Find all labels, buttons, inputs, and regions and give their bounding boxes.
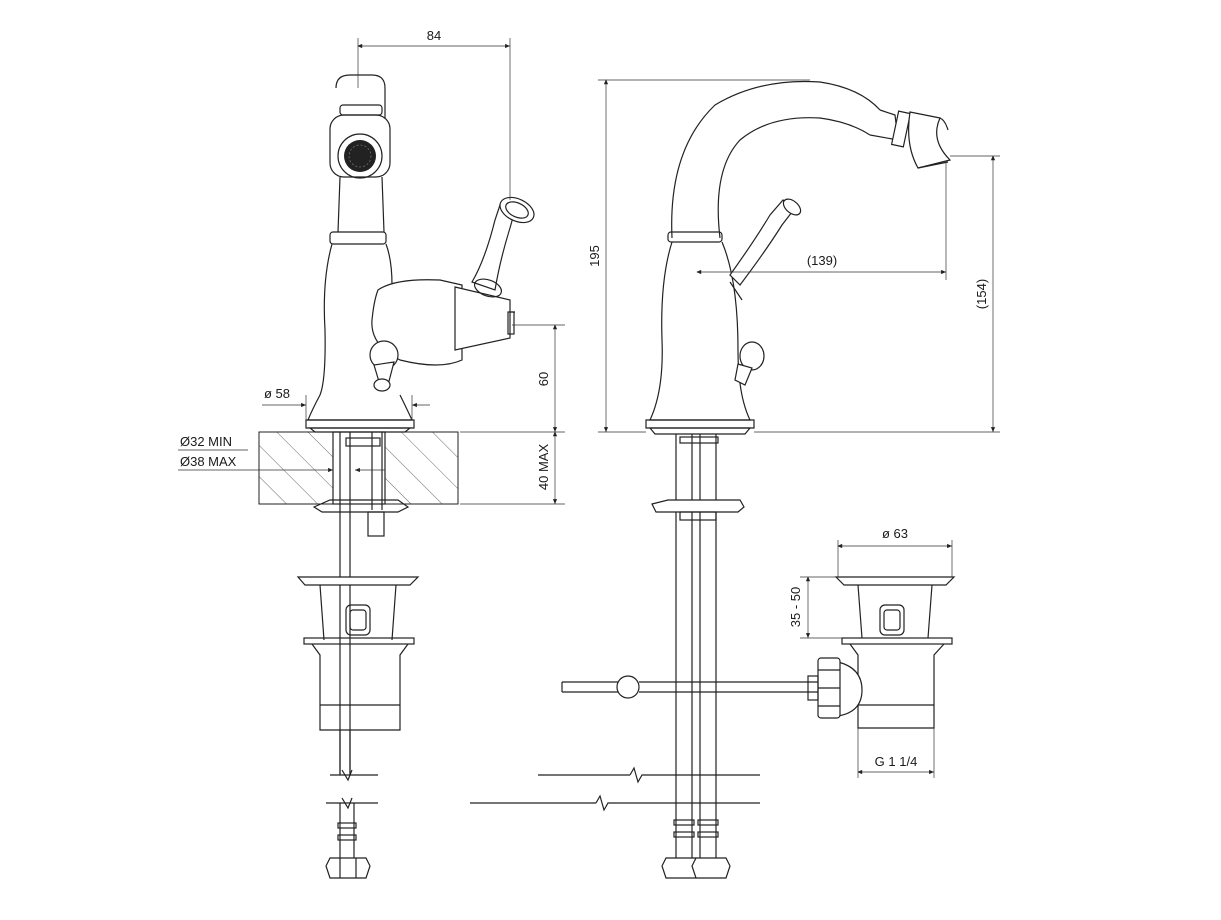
dim-total-height: 195 [587, 245, 602, 267]
dim-hole-max: Ø38 MAX [180, 454, 237, 469]
dim-spout-height: (154) [974, 279, 989, 309]
dim-deck-max: 40 MAX [536, 444, 551, 491]
dim-spout-reach: (139) [807, 253, 837, 268]
dim-waste-height: 35 - 50 [788, 587, 803, 627]
aerator-icon [344, 140, 376, 172]
dimension-lines [178, 38, 1000, 778]
dim-base-diameter: ø 58 [264, 386, 290, 401]
front-view [258, 74, 535, 879]
dim-height-to-lever: 60 [536, 372, 551, 386]
dim-waste-diameter: ø 63 [882, 526, 908, 541]
dim-thread: G 1 1/4 [875, 754, 918, 769]
dimension-labels: 84 ø 58 60 Ø32 MIN Ø38 MAX 40 MAX 195 (1… [180, 28, 989, 769]
dim-width-top: 84 [427, 28, 441, 43]
waste-detail [807, 576, 956, 729]
side-view [470, 80, 952, 879]
dim-hole-min: Ø32 MIN [180, 434, 232, 449]
